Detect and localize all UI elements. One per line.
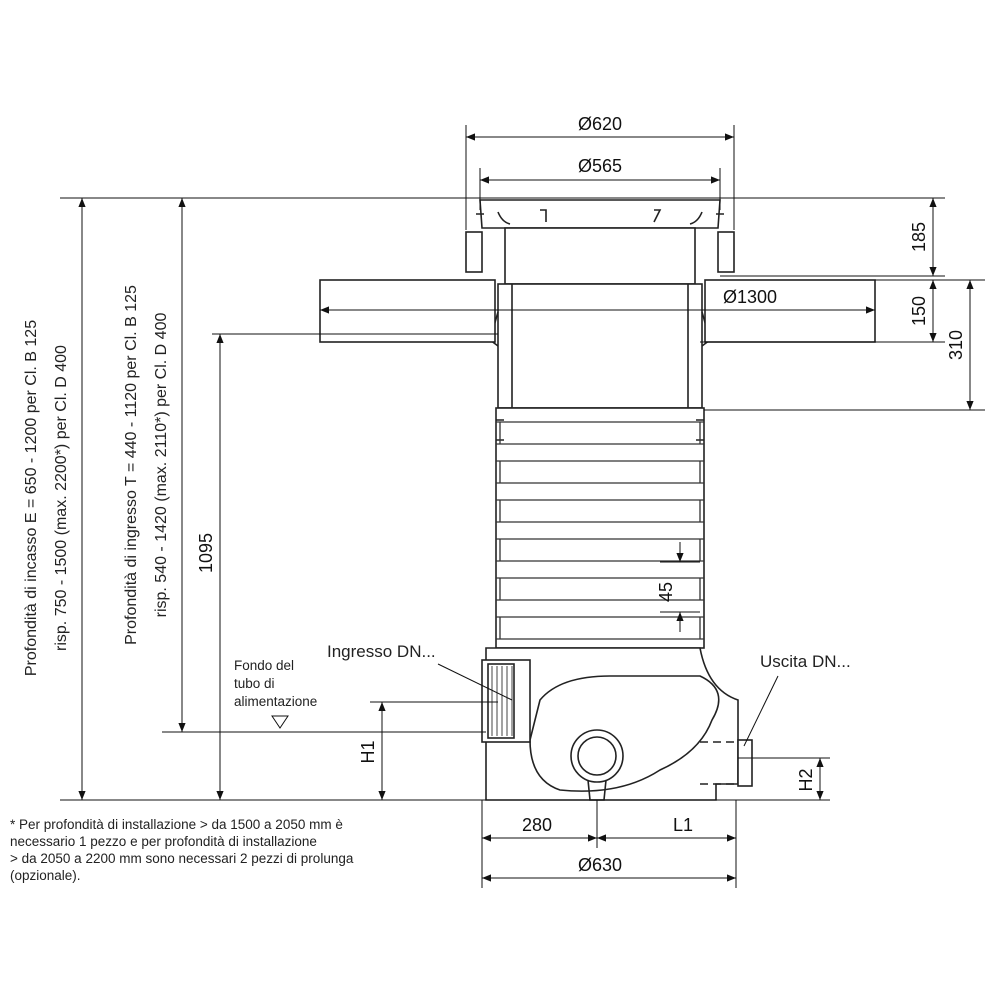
- dim-h1: H1: [358, 740, 378, 763]
- dim-d565: Ø565: [578, 156, 622, 176]
- label-depth-t-1: Profondità di ingresso T = 440 - 1120 pe…: [123, 285, 140, 645]
- dimension-lines: [60, 125, 985, 888]
- footnote-line: (opzionale).: [10, 868, 81, 883]
- dim-185: 185: [909, 222, 929, 252]
- dim-150: 150: [909, 296, 929, 326]
- corrugation-rib: [496, 538, 704, 562]
- frame-lug-right: [717, 231, 735, 273]
- dim-d620: Ø620: [578, 114, 622, 134]
- base-chamber: [481, 647, 753, 801]
- dim-45: 45: [656, 582, 676, 602]
- dim-h2: H2: [796, 768, 816, 791]
- dim-d1300: Ø1300: [723, 287, 777, 307]
- label-feed-3: alimentazione: [234, 694, 317, 709]
- inlet-socket: [481, 659, 531, 743]
- dim-l1: L1: [673, 815, 693, 835]
- corrugation-rib: [496, 421, 704, 445]
- dim-280: 280: [522, 815, 552, 835]
- corrugation-rib: [496, 499, 704, 523]
- footnote: * Per profondità di installazione > da 1…: [10, 816, 470, 884]
- footnote-line: > da 2050 a 2200 mm sono necessari 2 pez…: [10, 851, 354, 866]
- cover-frame: [479, 199, 721, 229]
- dim-d630: Ø630: [578, 855, 622, 875]
- dim-1095: 1095: [196, 533, 216, 573]
- corrugated-shaft: [495, 407, 705, 649]
- label-depth-t-2: risp. 540 - 1420 (max. 2110*) per Cl. D …: [153, 313, 170, 618]
- label-depth-e-1: Profondità di incasso E = 650 - 1200 per…: [23, 320, 40, 676]
- footnote-line: * Per profondità di installazione > da 1…: [10, 817, 343, 832]
- flange-left: [319, 279, 496, 343]
- upper-neck: [504, 227, 696, 285]
- label-feed-1: Fondo del: [234, 658, 294, 673]
- label-inlet: Ingresso DN...: [327, 642, 436, 661]
- dim-310: 310: [946, 330, 966, 360]
- label-outlet: Uscita DN...: [760, 652, 851, 671]
- label-feed-2: tubo di: [234, 676, 275, 691]
- label-depth-e-2: risp. 750 - 1500 (max. 2200*) per Cl. D …: [53, 345, 70, 651]
- corrugation-rib: [496, 577, 704, 601]
- labels: Ingresso DN... Uscita DN... Fondo del tu…: [23, 285, 851, 709]
- outlet-socket: [737, 739, 753, 787]
- telescopic-section: [497, 283, 703, 409]
- shaft-body: [319, 199, 876, 409]
- dimension-text: Ø620 Ø565 Ø1300 Ø630 280 L1 185 150 310 …: [196, 114, 966, 875]
- footnote-line: necessario 1 pezzo e per profondità di i…: [10, 834, 317, 849]
- corrugation-rib: [496, 460, 704, 484]
- frame-lug-left: [465, 231, 483, 273]
- corrugation-rib: [496, 616, 704, 640]
